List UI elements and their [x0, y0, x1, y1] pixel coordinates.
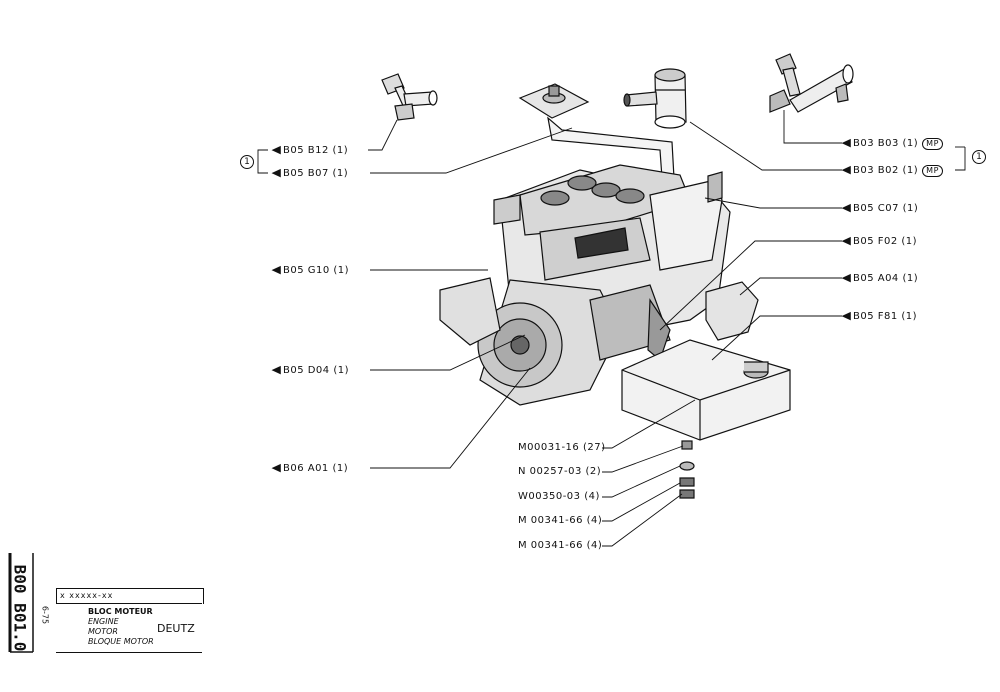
air-filter-part [623, 68, 687, 129]
callout-b05-b07[interactable]: ◀B05 B07 (1) [271, 166, 349, 180]
callout-w00350-03[interactable]: W00350-03 (4) [518, 491, 600, 502]
callout-m00031-16[interactable]: M00031-16 (27) [518, 442, 606, 453]
callout-arrow-icon: ◀ [841, 163, 852, 176]
callout-b05-g10[interactable]: ◀B05 G10 (1) [271, 263, 350, 277]
callout-b05-a04[interactable]: ◀B05 A04 (1) [841, 271, 919, 285]
ref-box [56, 588, 204, 604]
callout-arrow-icon: ◀ [841, 136, 852, 149]
cover-plate-part [518, 83, 590, 119]
callout-arrow-icon: ◀ [841, 201, 852, 214]
valve-assembly-part [769, 53, 854, 113]
group-marker-left: 1 [240, 155, 254, 169]
fuel-tank-part [621, 339, 791, 441]
mp-badge: MP [922, 165, 943, 177]
callout-arrow-icon: ◀ [271, 461, 282, 474]
mount-bracket-part [705, 281, 759, 341]
title-de: MOTOR [88, 627, 118, 636]
callout-arrow-icon: ◀ [841, 271, 852, 284]
callout-b05-f81[interactable]: ◀B05 F81 (1) [841, 309, 918, 323]
callout-m00341-66-a[interactable]: M 00341-66 (4) [518, 515, 603, 526]
mp-badge: MP [922, 138, 943, 150]
callout-b05-c07[interactable]: ◀B05 C07 (1) [841, 201, 919, 215]
brand-name: DEUTZ [157, 622, 195, 635]
callout-arrow-icon: ◀ [271, 363, 282, 376]
title-fr: BLOC MOTEUR [88, 607, 153, 616]
callout-arrow-icon: ◀ [271, 263, 282, 276]
drawing-date: 6-75 [40, 605, 50, 625]
callout-b03-b03[interactable]: ◀B03 B03 (1)MP [842, 137, 943, 150]
drawing-code: B00 B01.0 [10, 564, 30, 652]
title-es: BLOQUE MOTOR [88, 637, 154, 646]
engine-block-part [439, 164, 731, 406]
ref-number: x xxxxx-xx [60, 591, 114, 600]
callout-arrow-icon: ◀ [271, 166, 282, 179]
callout-b06-a01[interactable]: ◀B06 A01 (1) [271, 461, 349, 475]
callout-b05-d04[interactable]: ◀B05 D04 (1) [271, 363, 350, 377]
callout-b05-f02[interactable]: ◀B05 F02 (1) [841, 234, 918, 248]
hardware-stack-part [679, 440, 695, 499]
title-box [56, 603, 202, 653]
group-marker-right: 1 [972, 150, 986, 164]
callout-arrow-icon: ◀ [841, 309, 852, 322]
t-fitting-part [381, 73, 438, 121]
callout-arrow-icon: ◀ [271, 143, 282, 156]
callout-arrow-icon: ◀ [841, 234, 852, 247]
callout-b05-b12[interactable]: ◀B05 B12 (1) [271, 143, 349, 157]
callout-n00257-03[interactable]: N 00257-03 (2) [518, 466, 602, 477]
callout-b03-b02[interactable]: ◀B03 B02 (1)MP [842, 164, 943, 177]
callout-m00341-66-b[interactable]: M 00341-66 (4) [518, 540, 603, 551]
title-en: ENGINE [88, 617, 119, 626]
